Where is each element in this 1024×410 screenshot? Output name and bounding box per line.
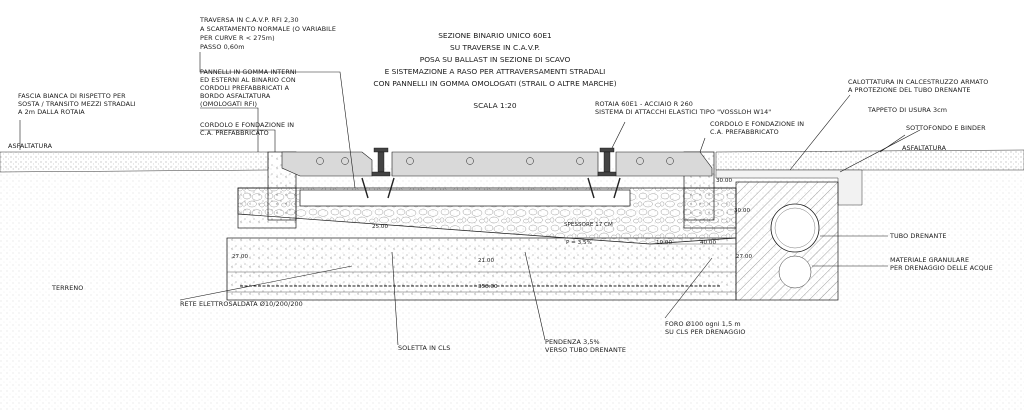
svg-text:PER DRENAGGIO DELLE ACQUE: PER DRENAGGIO DELLE ACQUE [890,264,993,272]
svg-text:A PROTEZIONE DEL TUBO DRENANTE: A PROTEZIONE DEL TUBO DRENANTE [848,86,971,94]
panel-outer-right [615,151,713,177]
note-asfaltatura-left: ASFALTATURA [8,142,53,150]
svg-text:CORDOLO E FONDAZIONE IN: CORDOLO E FONDAZIONE IN [200,121,294,129]
asphalt-right [715,149,1024,171]
svg-text:TRAVERSA IN C.A.V.P. RFI 2,30: TRAVERSA IN C.A.V.P. RFI 2,30 [199,16,299,24]
drain-tube [770,203,820,253]
note-rete: RETE ELETTROSALDATA Ø10/200/200 [180,300,303,308]
svg-text:BORDO ASFALTATURA: BORDO ASFALTATURA [200,92,271,100]
rail-right [597,147,617,177]
cordolo-left-base [237,187,297,229]
rail-left [371,147,391,177]
svg-text:A 2m DALLA ROTAIA: A 2m DALLA ROTAIA [18,108,85,116]
note-fascia: FASCIA BIANCA DI RISPETTO PER SOSTA / TR… [18,92,136,116]
svg-text:SU TRAVERSE IN C.A.V.P.: SU TRAVERSE IN C.A.V.P. [450,43,540,52]
note-soletta: SOLETTA IN CLS [398,344,450,352]
svg-text:25.00: 25.00 [372,224,388,230]
panel-bolts [316,157,674,165]
svg-text:SOSTA / TRANSITO MEZZI STRADAL: SOSTA / TRANSITO MEZZI STRADALI [18,100,136,108]
svg-text:VERSO TUBO DRENANTE: VERSO TUBO DRENANTE [545,346,626,354]
dimension-lines [226,238,737,300]
svg-text:C.A. PREFABBRICATO: C.A. PREFABBRICATO [200,129,269,137]
note-traversa: TRAVERSA IN C.A.V.P. RFI 2,30 A SCARTAME… [199,16,336,51]
note-asfaltatura-right: ASFALTATURA [902,144,947,152]
note-spessore: SPESSORE 17 CM [564,222,613,228]
soletta-block [226,237,737,301]
svg-text:FORO Ø100 ogni 1,5 m: FORO Ø100 ogni 1,5 m [665,320,741,328]
svg-text:30.00: 30.00 [716,178,732,184]
svg-text:C.A. PREFABBRICATO: C.A. PREFABBRICATO [710,128,779,136]
svg-text:21.00: 21.00 [478,258,494,264]
svg-text:ROTAIA 60E1 - ACCIAIO R 260: ROTAIA 60E1 - ACCIAIO R 260 [595,100,693,108]
note-sottofondo: SOTTOFONDO E BINDER [906,124,986,132]
svg-text:FASCIA BIANCA DI RISPETTO PER: FASCIA BIANCA DI RISPETTO PER [18,92,126,100]
svg-text:30.00: 30.00 [734,208,750,214]
svg-text:(OMOLOGATI RFI): (OMOLOGATI RFI) [200,100,257,108]
rail-fasteners [361,177,621,199]
granular-material [778,255,812,289]
svg-text:CORDOLO E FONDAZIONE IN: CORDOLO E FONDAZIONE IN [710,120,804,128]
svg-text:CON PANNELLI IN GOMMA OMOLOGAT: CON PANNELLI IN GOMMA OMOLOGATI (STRAIL … [373,79,616,88]
sleeper [299,189,631,207]
note-slope: P = 3,5% [566,240,592,246]
svg-text:E SISTEMAZIONE A RASO PER ATTR: E SISTEMAZIONE A RASO PER ATTRAVERSAMENT… [385,67,606,76]
svg-text:40.00: 40.00 [700,240,716,246]
cordolo-right-base [683,187,737,229]
svg-text:POSA SU BALLAST IN SEZIONE DI: POSA SU BALLAST IN SEZIONE DI SCAVO [420,55,571,64]
note-pendenza: PENDENZA 3,5% VERSO TUBO DRENANTE [545,338,626,354]
note-tubo: TUBO DRENANTE [889,232,947,240]
note-tappeto: TAPPETO DI USURA 3cm [867,106,947,114]
dimension-labels: 25.00 27.00 21.00 27.00 358.00 10.00 40.… [232,178,752,290]
panel-inner [391,151,599,177]
svg-text:MATERIALE GRANULARE: MATERIALE GRANULARE [890,256,969,264]
svg-text:ED ESTERNI AL BINARIO CON: ED ESTERNI AL BINARIO CON [200,76,296,84]
note-rotaia: ROTAIA 60E1 - ACCIAIO R 260 SISTEMA DI A… [595,100,771,116]
leader-lines [19,52,921,346]
asphalt-left [0,151,269,173]
svg-text:PASSO 0,60m: PASSO 0,60m [200,43,245,51]
svg-text:SISTEMA DI ATTACCHI ELASTICI T: SISTEMA DI ATTACCHI ELASTICI TIPO "VOSSL… [595,108,771,116]
svg-text:SU CLS PER DRENAGGIO: SU CLS PER DRENAGGIO [665,328,746,336]
svg-text:A SCARTAMENTO NORMALE (O VARIA: A SCARTAMENTO NORMALE (O VARIABILE [200,25,336,33]
note-pannelli: PANNELLI IN GOMMA INTERNI ED ESTERNI AL … [200,68,297,108]
svg-text:CORDOLI PREFABBRICATI A: CORDOLI PREFABBRICATI A [200,84,290,92]
drawing-title: SEZIONE BINARIO UNICO 60E1 SU TRAVERSE I… [373,31,616,110]
panel-outer-left [281,151,373,177]
svg-text:CALOTTATURA IN CALCESTRUZZO AR: CALOTTATURA IN CALCESTRUZZO ARMATO [848,78,988,86]
svg-text:SCALA 1:20: SCALA 1:20 [473,101,516,110]
svg-text:10.00: 10.00 [656,240,672,246]
note-materiale: MATERIALE GRANULARE PER DRENAGGIO DELLE … [890,256,993,272]
svg-text:PENDENZA 3,5%: PENDENZA 3,5% [545,338,600,346]
svg-text:PER CURVE R < 275m): PER CURVE R < 275m) [200,34,275,42]
svg-text:SEZIONE BINARIO UNICO 60E1: SEZIONE BINARIO UNICO 60E1 [438,31,552,40]
note-cordolo-right: CORDOLO E FONDAZIONE IN C.A. PREFABBRICA… [710,120,804,136]
svg-text:PANNELLI IN GOMMA INTERNI: PANNELLI IN GOMMA INTERNI [200,68,297,76]
note-terreno: TERRENO [51,284,83,292]
note-cordolo-left: CORDOLO E FONDAZIONE IN C.A. PREFABBRICA… [200,121,294,137]
svg-text:27.00: 27.00 [232,254,248,260]
svg-text:358.00: 358.00 [478,284,498,290]
svg-text:27.00: 27.00 [736,254,752,260]
note-calottatura: CALOTTATURA IN CALCESTRUZZO ARMATO A PRO… [848,78,988,94]
note-foro: FORO Ø100 ogni 1,5 m SU CLS PER DRENAGGI… [665,320,746,336]
